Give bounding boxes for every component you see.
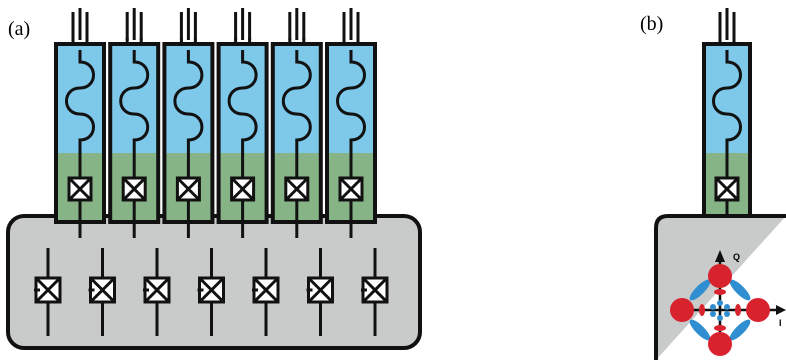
meander-resonator [119,50,150,178]
coherent-state-1 [708,264,732,288]
interference-fringe [729,279,751,301]
panel-a-columns [54,8,377,238]
q-axis-label: Q [733,252,740,262]
array-junction-cross [307,276,334,304]
resonator-column-2 [108,8,161,238]
panel-b: Q I [654,8,786,360]
resonator-column-4 [216,8,269,238]
panel-a [6,8,422,350]
interference-fringe [729,319,751,341]
red-crescent [735,304,741,316]
interference-dot [717,315,723,321]
panel-b-phase-space: Q I [670,250,786,356]
array-junction-4 [197,248,225,336]
resonator-column-6 [325,8,377,238]
array-junction-5 [252,248,280,336]
interference-dot [710,304,716,310]
resonator-column-1 [702,8,752,238]
panel-b-column [702,8,752,238]
array-junction-cross [143,276,171,304]
array-junction-cross [34,276,62,304]
red-crescent [699,304,705,316]
coax-shield-lines [718,12,736,40]
junction-cross [67,176,93,202]
coherent-state-4 [746,298,770,322]
meander-resonator [281,50,312,178]
i-axis-arrow [776,305,786,315]
junction-cross [176,176,201,202]
panel-b-label: (b) [640,13,663,35]
array-junction-1 [34,248,62,336]
junction-cross [122,176,147,202]
coax-shield-lines [234,12,252,40]
interference-dot [724,311,730,317]
array-junction-cross [252,276,280,304]
resonator-column-1 [54,8,106,238]
array-junction-cross [361,276,389,304]
i-axis-label: I [779,318,782,328]
junction-cross [338,176,364,202]
coax-shield-lines [179,12,197,40]
interference-dot [717,300,723,306]
panel-a-label: (a) [8,18,30,40]
meander-resonator [336,50,366,178]
coax-shield-lines [125,12,143,40]
resonator-column-5 [270,8,323,238]
resonator-column-3 [162,8,215,238]
meander-resonator [173,50,204,178]
junction-cross [230,176,255,202]
interference-fringe [689,279,711,301]
array-junction-6 [306,248,334,336]
interference-dot [724,304,730,310]
coax-shield-lines [342,12,360,40]
q-axis-arrow [715,250,725,262]
coax-shield-lines [288,12,306,40]
coherent-state-3 [670,298,694,322]
array-junction-cross [89,276,116,304]
interference-fringe [689,319,711,341]
panel-a-junction-row [34,248,389,336]
meander-resonator [65,50,95,178]
array-junction-7 [361,248,389,336]
meander-resonator [712,50,742,178]
meander-resonator [227,50,258,178]
array-junction-cross [198,276,225,304]
array-junction-3 [143,248,171,336]
junction-cross [284,176,309,202]
junction-cross [714,176,740,202]
interference-dot [710,311,716,317]
array-junction-2 [88,248,116,336]
red-crescent [714,289,726,295]
coax-shield-lines [71,12,89,40]
red-crescent [714,325,726,331]
coherent-state-2 [708,332,732,356]
